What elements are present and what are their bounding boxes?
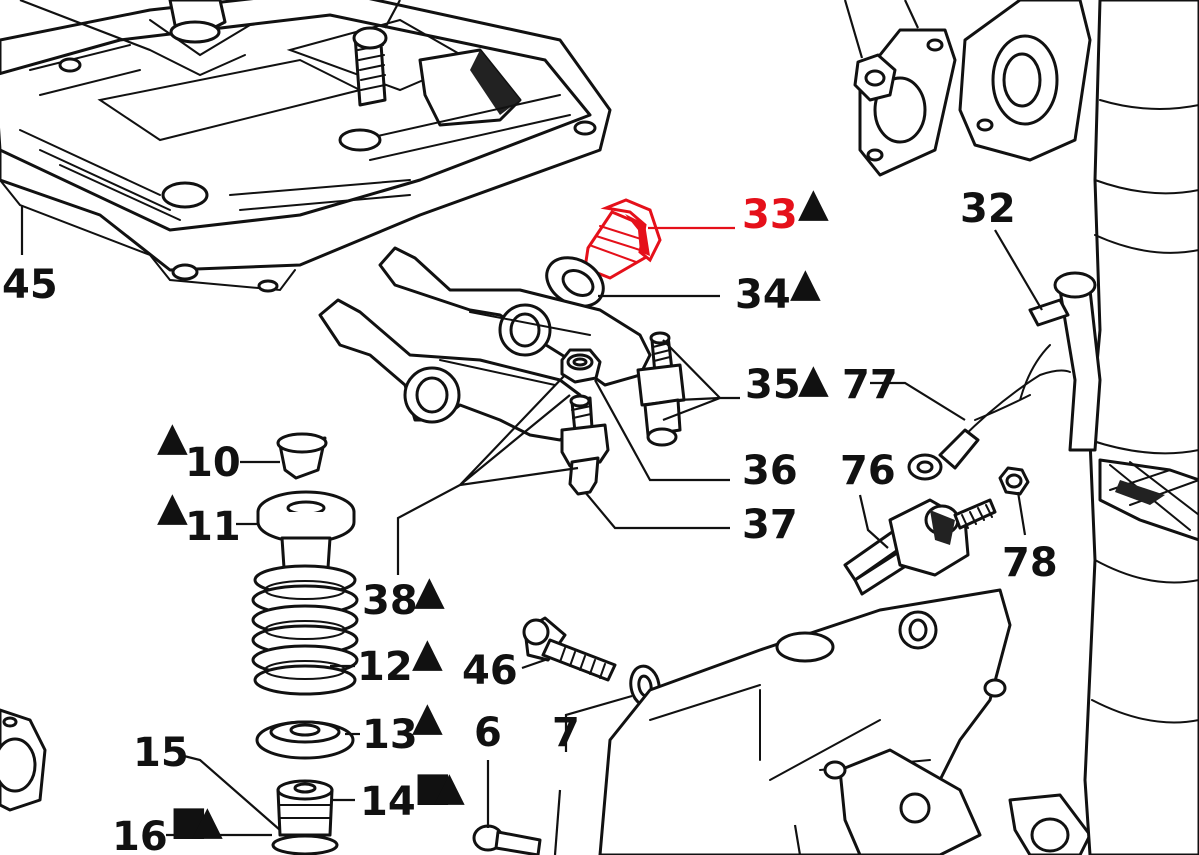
callout-6: 6	[474, 710, 502, 756]
leader-top-right-1	[843, 0, 864, 59]
part-36-nut	[560, 348, 602, 384]
leader-top-left-1	[19, 0, 151, 52]
callout-15: 15	[133, 730, 189, 776]
callout-36: 36	[742, 448, 798, 494]
gasket-left-edge	[0, 708, 47, 812]
part-6-bolt	[472, 824, 542, 855]
callout-12: 12	[357, 644, 413, 690]
part-11-spring-cap	[256, 490, 356, 570]
callout-7: 7	[552, 710, 580, 756]
part-16-ring	[271, 834, 339, 855]
callout-33-mark-triangle: ▲	[798, 180, 829, 226]
leader-top-right-2	[904, 0, 919, 29]
callout-10-mark-triangle: ▲	[157, 414, 188, 460]
part-78-nut	[998, 466, 1030, 496]
part-76-sensor	[843, 498, 997, 596]
callout-78: 78	[1002, 540, 1058, 586]
leader-46	[521, 658, 546, 670]
breather-hose	[974, 271, 1102, 452]
part-37-adjuster-screw	[560, 394, 610, 496]
part-14-valve-seal	[276, 779, 334, 837]
callout-37: 37	[742, 502, 798, 548]
leader-32	[994, 229, 1043, 311]
callout-34: 34	[735, 272, 791, 318]
exhaust-manifold	[598, 588, 1092, 855]
part-77-wire-terminal	[907, 369, 1071, 481]
callout-35: 35	[745, 362, 801, 408]
part-13-spring-seat	[255, 720, 355, 760]
callout-33: 33	[742, 192, 798, 238]
leader-15	[179, 753, 281, 831]
callout-34-mark-triangle: ▲	[790, 260, 821, 306]
callout-13-mark-triangle: ▲	[412, 694, 443, 740]
callout-13: 13	[362, 712, 418, 758]
callout-16-mark-triangle: ▲	[192, 798, 223, 844]
part-12-valve-spring	[251, 564, 359, 696]
leader-37	[584, 491, 730, 530]
part-33-filler-plug	[583, 198, 662, 280]
valve-cover	[0, 0, 612, 293]
callout-14: 14	[360, 779, 416, 825]
callout-16: 16	[112, 814, 168, 855]
callout-11-mark-triangle: ▲	[157, 484, 188, 530]
leader-top-left-2	[384, 0, 401, 29]
callout-38-mark-triangle: ▲	[414, 568, 445, 614]
leader-38	[396, 374, 579, 575]
leader-76	[858, 494, 889, 549]
callout-32: 32	[960, 186, 1016, 232]
callout-11: 11	[185, 504, 241, 550]
callout-76: 76	[840, 448, 896, 494]
exhaust-flanges-top-right	[853, 0, 1092, 177]
leader-7	[564, 694, 633, 752]
leader-bottom-2	[553, 789, 562, 855]
callout-38: 38	[362, 578, 418, 624]
leader-36	[594, 379, 730, 482]
leader-78	[1016, 491, 1027, 536]
callout-14-mark-square: ■	[414, 764, 452, 810]
air-filter-housing	[1083, 0, 1199, 855]
callout-77: 77	[842, 362, 898, 408]
leader-lines	[19, 0, 1043, 855]
leader-35	[662, 339, 740, 422]
callout-45: 45	[2, 262, 58, 308]
leader-77	[870, 381, 966, 421]
callout-16-mark-square: ■	[170, 798, 208, 844]
leader-bottom	[793, 824, 802, 855]
callout-10: 10	[185, 440, 241, 486]
callout-46: 46	[462, 648, 518, 694]
callout-12-mark-triangle: ▲	[412, 630, 443, 676]
callout-35-mark-triangle: ▲	[798, 356, 829, 402]
callout-labels: 45 33 ▲ 32 34 ▲ 35 ▲ 77 36 76 37 78 ▲ 10…	[2, 180, 1058, 855]
part-10-collet	[276, 432, 328, 480]
part-46-bolt	[522, 616, 617, 682]
callout-14-mark-triangle: ▲	[434, 764, 465, 810]
